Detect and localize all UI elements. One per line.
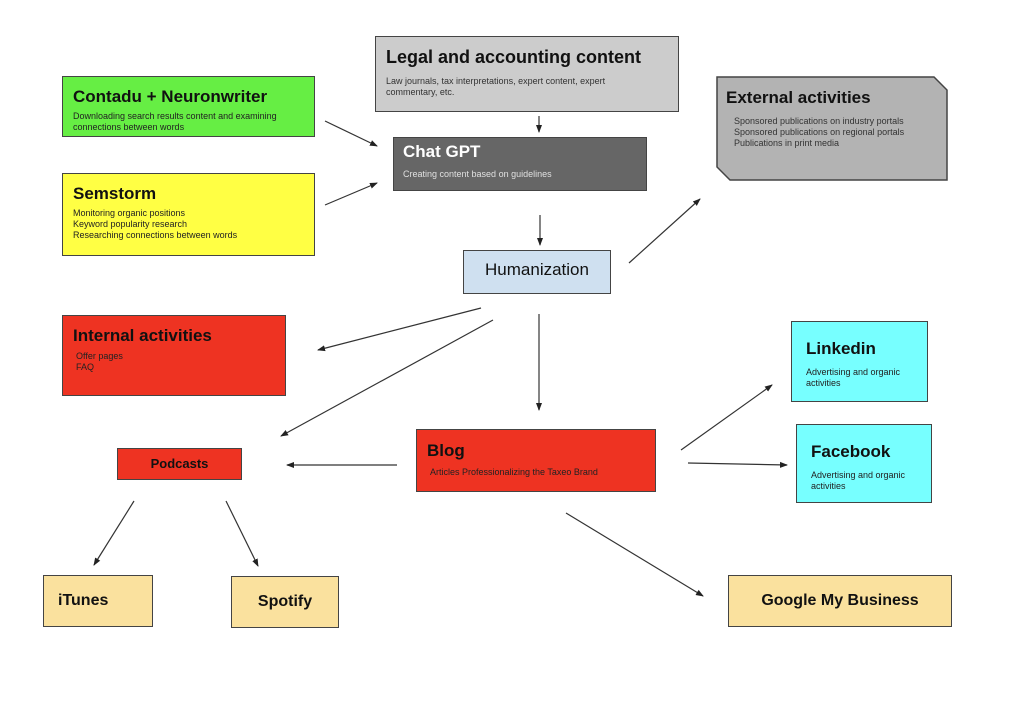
node-description: Offer pages FAQ xyxy=(76,351,123,372)
node-title: Contadu + Neuronwriter xyxy=(73,87,268,106)
edge-blog-to-gmb xyxy=(565,512,704,597)
node-title: Semstorm xyxy=(73,184,157,203)
edge-humanization-to-internal xyxy=(317,307,482,352)
edge-podcasts-to-itunes xyxy=(93,500,135,566)
snipped-corner-shape xyxy=(716,76,948,181)
node-description: Advertising and organic activities xyxy=(806,367,901,388)
edge-semstorm-to-chatgpt xyxy=(324,182,378,206)
node-description: Articles Professionalizing the Taxeo Bra… xyxy=(430,467,598,477)
node-title: Linkedin xyxy=(806,339,876,358)
edge-contadu-to-chatgpt xyxy=(324,120,378,147)
node-title: Podcasts xyxy=(150,456,209,471)
node-contadu-neuronwriter[interactable]: Contadu + Neuronwriter Downloading searc… xyxy=(62,76,315,137)
node-blog[interactable]: Blog Articles Professionalizing the Taxe… xyxy=(416,429,656,492)
node-description: Sponsored publications on industry porta… xyxy=(734,116,905,148)
node-external-activities[interactable]: External activities Sponsored publicatio… xyxy=(716,76,948,181)
node-legal-and-accounting-content[interactable]: Legal and accounting content Law journal… xyxy=(375,36,679,112)
node-semstorm[interactable]: Semstorm Monitoring organic positions Ke… xyxy=(62,173,315,256)
node-description: Monitoring organic positions Keyword pop… xyxy=(73,208,238,240)
edge-blog-to-linkedin xyxy=(680,384,773,451)
edge-podcasts-to-spotify xyxy=(225,500,259,567)
node-title: Spotify xyxy=(257,593,313,610)
node-facebook[interactable]: Facebook Advertising and organic activit… xyxy=(796,424,932,503)
node-title: Facebook xyxy=(811,442,891,461)
node-description: Downloading search results content and e… xyxy=(73,111,277,132)
node-title: iTunes xyxy=(58,592,109,609)
node-spotify[interactable]: Spotify xyxy=(231,576,339,628)
edge-blog-to-facebook xyxy=(687,461,788,468)
node-title: Internal activities xyxy=(73,326,212,345)
node-title: Legal and accounting content xyxy=(386,47,642,67)
node-humanization[interactable]: Humanization xyxy=(463,250,611,294)
node-linkedin[interactable]: Linkedin Advertising and organic activit… xyxy=(791,321,928,402)
node-description: Creating content based on guidelines xyxy=(403,169,552,179)
node-title: Chat GPT xyxy=(403,142,481,161)
node-description: Advertising and organic activities xyxy=(811,470,906,491)
node-title: External activities xyxy=(726,88,871,107)
edge-humanization-to-podcasts xyxy=(280,319,494,437)
node-google-my-business[interactable]: Google My Business xyxy=(728,575,952,627)
node-chat-gpt[interactable]: Chat GPT Creating content based on guide… xyxy=(393,137,647,191)
node-title: Humanization xyxy=(485,260,589,279)
edge-humanization-to-external xyxy=(628,198,701,264)
node-title: Blog xyxy=(427,441,465,460)
node-itunes[interactable]: iTunes xyxy=(43,575,153,627)
node-description: Law journals, tax interpretations, exper… xyxy=(386,76,606,97)
node-title: Google My Business xyxy=(761,592,919,609)
node-internal-activities[interactable]: Internal activities Offer pages FAQ xyxy=(62,315,286,396)
node-podcasts[interactable]: Podcasts xyxy=(117,448,242,480)
